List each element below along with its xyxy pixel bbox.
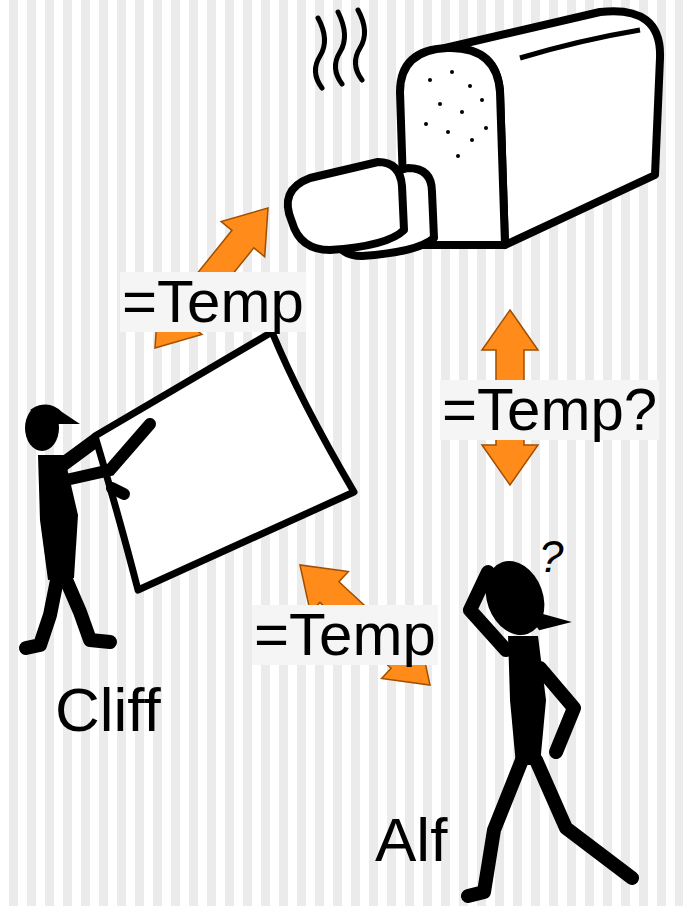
cap xyxy=(30,404,80,424)
arm xyxy=(66,424,150,480)
steam-line xyxy=(355,10,364,80)
hand xyxy=(112,488,124,494)
arrow-label: =Temp xyxy=(252,605,438,665)
alf-figure xyxy=(468,553,632,896)
cap-brim xyxy=(528,612,564,628)
bread-loaf xyxy=(288,11,660,256)
figure-node: Cliff xyxy=(15,330,300,565)
leg xyxy=(64,575,110,642)
bread-crumbs xyxy=(424,70,488,158)
leg xyxy=(468,760,522,896)
steam-line xyxy=(315,18,324,88)
figure-node: Alf xyxy=(430,685,600,885)
bread-slice xyxy=(288,162,404,250)
steam xyxy=(315,10,364,88)
figure-name: Alf xyxy=(375,809,447,871)
torso xyxy=(508,636,546,765)
steam-line xyxy=(335,12,344,84)
paper-sheet xyxy=(95,332,354,590)
figure-name: Cliff xyxy=(55,679,161,741)
arrow-label: =Temp? xyxy=(440,380,659,440)
leg xyxy=(536,760,632,878)
arm xyxy=(540,668,574,752)
arrow-label: =Temp xyxy=(120,272,306,332)
cliff-figure xyxy=(25,332,354,648)
leg xyxy=(26,575,58,648)
crust-line xyxy=(520,30,640,58)
arrow-label: ? xyxy=(537,535,565,579)
